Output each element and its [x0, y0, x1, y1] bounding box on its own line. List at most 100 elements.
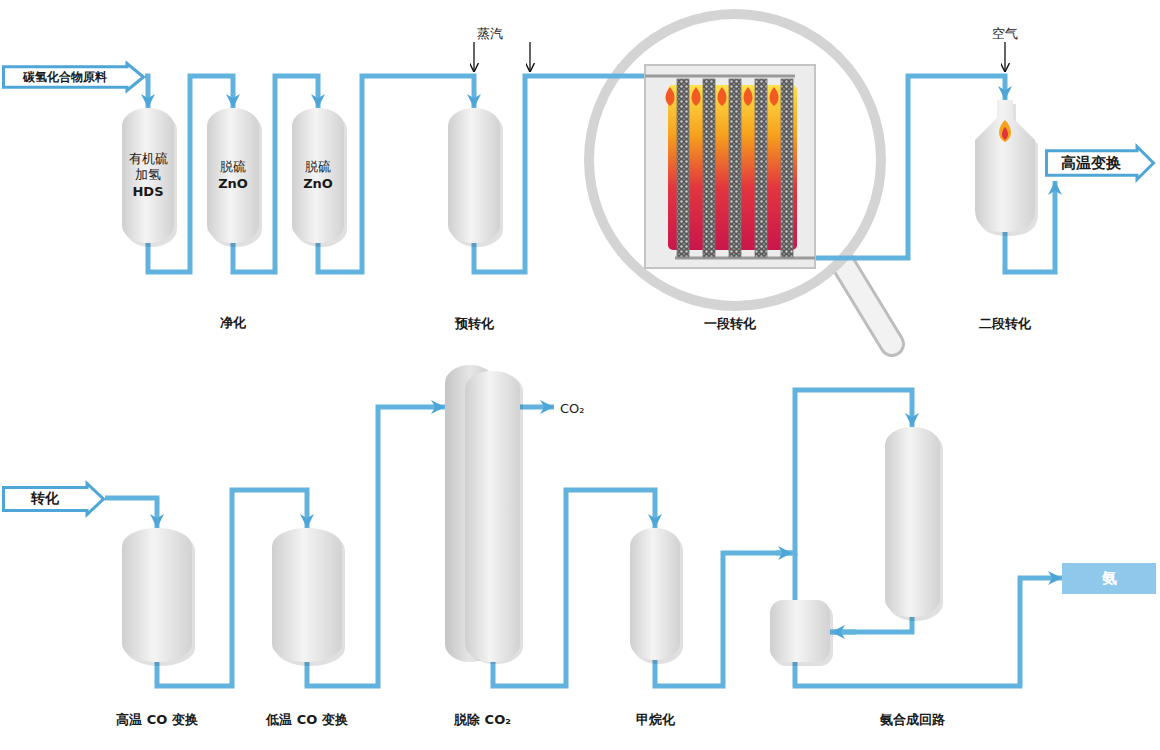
catalyst-text: HDS	[132, 184, 163, 200]
label-wrap: 脱除 CO₂	[345, 709, 620, 729]
catalyst-tube	[703, 79, 715, 257]
burner-flame	[718, 87, 727, 106]
steam-arrow	[473, 42, 474, 72]
node-outline	[885, 427, 940, 617]
lt-shift: 低温 CO 变换	[272, 528, 342, 662]
node-body: 碳氢化合物原料	[2, 62, 127, 92]
arrow-text: 转化	[31, 490, 59, 508]
label-wrap: 一段转化	[545, 313, 915, 333]
zno-vessel: 脱硫ZnO	[207, 108, 259, 243]
catalyst-text: ZnO	[218, 176, 248, 192]
process-pipe	[145, 76, 148, 108]
burner-flame	[770, 87, 779, 106]
label-wrap: 二段转化	[875, 313, 1135, 333]
node-body	[122, 528, 192, 662]
stage-label: 低温 CO 变换	[266, 712, 348, 727]
flame	[1002, 127, 1008, 140]
recycle-pipe	[793, 553, 798, 602]
node-body: 脱硫ZnO	[292, 108, 344, 243]
vessel-body	[207, 108, 259, 243]
process-pipe	[105, 498, 157, 528]
node-outline	[448, 108, 500, 243]
zno-vessel: 脱硫ZnO	[292, 108, 344, 243]
stream-label: 空气	[992, 26, 1018, 41]
stage-label: 二段转化	[979, 316, 1031, 331]
vessel-body	[630, 528, 680, 660]
vessel-body	[272, 528, 342, 662]
vessel-body	[292, 108, 344, 243]
magnifier-handle	[842, 262, 892, 344]
node-body	[885, 427, 940, 617]
input-arrow: 转化	[2, 482, 105, 516]
arrow-outline	[4, 484, 104, 515]
label-wrap: 低温 CO 变换	[172, 709, 442, 729]
node-body: 高温变换	[1045, 145, 1137, 181]
node-body	[645, 65, 815, 268]
stream-label: CO₂	[560, 401, 585, 416]
burner-flame	[744, 87, 753, 106]
arrow-text: 碳氢化合物原料	[23, 70, 107, 85]
label-wrap: 空气	[992, 23, 1018, 43]
node-body	[448, 108, 500, 243]
stage-label: 预转化	[455, 316, 494, 331]
node-body	[630, 528, 680, 660]
flame	[999, 120, 1011, 142]
node-body	[272, 528, 342, 662]
node-outline	[272, 528, 342, 662]
separator-inlet-arrow	[831, 630, 856, 635]
node-outline	[630, 528, 680, 660]
node-body	[445, 365, 520, 662]
catalyst-tube	[677, 79, 689, 257]
vessel-text: 脱硫	[305, 159, 331, 175]
node-outline	[122, 528, 192, 662]
label-wrap: 净化	[220, 312, 246, 332]
node-body: 氨	[1062, 563, 1156, 594]
stage-label: 一段转化	[704, 316, 756, 331]
label-wrap: CO₂	[560, 398, 585, 417]
label-wrap: 甲烷化	[530, 709, 780, 729]
arrow-outline	[1047, 147, 1154, 180]
label-wrap: 蒸汽	[477, 23, 503, 43]
column-front	[465, 371, 520, 662]
separator-vessel	[770, 600, 830, 662]
co2-absorber: 脱除 CO₂	[445, 365, 520, 662]
process-pipe	[655, 390, 912, 686]
ht-shift: 高温 CO 变换	[122, 528, 192, 662]
output-arrow: 高温变换	[1045, 145, 1155, 181]
magnifier-lens	[589, 14, 881, 306]
node-outline	[975, 100, 1035, 232]
burner-flame	[666, 87, 675, 106]
product-box: 氨	[1062, 563, 1156, 594]
node-outline	[645, 65, 815, 268]
catalyst-tube	[781, 79, 793, 257]
node-body: 有机硫 加氢HDS	[122, 108, 174, 243]
label-wrap: 高温 CO 变换	[22, 709, 292, 729]
stage-label: 脱除 CO₂	[454, 712, 511, 727]
node-body: 转化	[2, 482, 87, 516]
reformer-body	[975, 100, 1035, 232]
hds-reactor: 有机硫 加氢HDS	[122, 108, 174, 243]
secondary-reformer: 二段转化	[975, 100, 1035, 232]
furnace-casing	[645, 65, 815, 268]
section-label: 净化	[220, 315, 246, 330]
steam-arrow	[529, 42, 530, 72]
arrow-text: 氨	[1102, 569, 1117, 588]
vessel-text: 脱硫	[220, 159, 246, 175]
primary-reformer: 一段转化	[645, 65, 815, 268]
feed-arrow: 碳氢化合物原料	[2, 62, 145, 92]
stage-label: 高温 CO 变换	[116, 712, 198, 727]
outlet-header	[675, 257, 815, 260]
junction-arrow	[776, 551, 792, 556]
inlet-header	[645, 75, 795, 78]
burner-flame	[692, 87, 701, 106]
arrow-text: 高温变换	[1061, 154, 1121, 173]
vessel-body	[122, 108, 174, 243]
label-wrap: 预转化	[348, 313, 600, 333]
vessel-body	[122, 528, 192, 662]
catalyst-tube	[729, 79, 741, 257]
magnifier-handle	[842, 262, 892, 344]
methanator: 甲烷化	[630, 528, 680, 660]
vessel-text: 有机硫 加氢	[126, 151, 170, 184]
label-wrap: 氨合成回路	[785, 709, 1040, 729]
